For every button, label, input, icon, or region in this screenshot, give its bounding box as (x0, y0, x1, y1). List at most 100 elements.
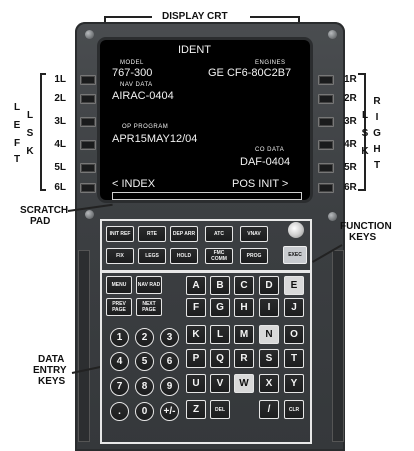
lsk-left-number: 2L (54, 93, 66, 104)
brightness-knob[interactable] (288, 222, 304, 238)
lsk-right-6-button[interactable] (318, 183, 334, 193)
lsk-left-2-button[interactable] (80, 94, 96, 104)
function-key[interactable]: DEP ARR (170, 226, 198, 242)
numeric-key[interactable]: 8 (135, 377, 154, 396)
lsk-right-4-button[interactable] (318, 140, 334, 150)
function-key[interactable]: LEGS (138, 248, 166, 264)
exec-key[interactable]: EXEC (283, 246, 307, 264)
function-key[interactable]: VNAV (240, 226, 268, 242)
alpha-key[interactable]: H (234, 298, 254, 317)
lsk-right-2-button[interactable] (318, 94, 334, 104)
alpha-key[interactable]: N (259, 325, 279, 344)
alpha-key[interactable]: A (186, 276, 206, 295)
nav-data-value: AIRAC-0404 (112, 90, 174, 102)
alpha-key[interactable]: Z (186, 400, 206, 419)
function-key[interactable]: ATC (205, 226, 233, 242)
alpha-key[interactable]: G (210, 298, 230, 317)
left-lsk-label-l: L (26, 110, 34, 121)
right-bracket-top (358, 73, 364, 75)
function-key[interactable]: PREV PAGE (106, 298, 132, 316)
function-key[interactable]: INIT REF (106, 226, 134, 242)
function-key[interactable]: PROG (240, 248, 268, 264)
alpha-key[interactable]: K (186, 325, 206, 344)
alpha-key[interactable]: F (186, 298, 206, 317)
function-key[interactable]: HOLD (170, 248, 198, 264)
alpha-key[interactable]: S (259, 349, 279, 368)
alpha-key[interactable]: W (234, 374, 254, 393)
index-prompt: < INDEX (112, 178, 156, 190)
data-entry-keys-label-1: DATA (38, 354, 65, 365)
alpha-key[interactable]: U (186, 374, 206, 393)
data-entry-keys-label-2: ENTRY (33, 365, 67, 376)
numeric-key[interactable]: . (110, 402, 129, 421)
numeric-key[interactable]: 0 (135, 402, 154, 421)
function-key[interactable]: RTE (138, 226, 166, 242)
alpha-key[interactable]: CLR (284, 400, 304, 419)
display-crt-bracket-right-h (250, 16, 300, 18)
numeric-key[interactable]: 4 (110, 352, 129, 371)
lsk-left-6-button[interactable] (80, 183, 96, 193)
left-bracket-bottom (40, 189, 46, 191)
alpha-key[interactable]: P (186, 349, 206, 368)
alpha-key[interactable]: B (210, 276, 230, 295)
lsk-left-1-button[interactable] (80, 75, 96, 85)
numeric-key[interactable]: +/- (160, 402, 179, 421)
alpha-key[interactable]: D (259, 276, 279, 295)
lsk-left-number: 6L (54, 182, 66, 193)
left-label-f: F (13, 138, 21, 149)
left-label-l: L (13, 102, 21, 113)
function-key[interactable]: FMC COMM (205, 248, 233, 264)
lsk-left-4-button[interactable] (80, 140, 96, 150)
lsk-right-5-button[interactable] (318, 163, 334, 173)
alpha-key[interactable]: T (284, 349, 304, 368)
numeric-key[interactable]: 9 (160, 377, 179, 396)
numeric-key[interactable]: 5 (135, 352, 154, 371)
alpha-key[interactable]: Q (210, 349, 230, 368)
op-program-value: APR15MAY12/04 (112, 133, 198, 145)
alpha-key[interactable]: E (284, 276, 304, 295)
pos-init-prompt: POS INIT > (232, 178, 289, 190)
right-lsk-label-l: L (361, 110, 369, 121)
numeric-key[interactable]: 1 (110, 328, 129, 347)
alpha-key[interactable]: L (210, 325, 230, 344)
numeric-key[interactable]: 6 (160, 352, 179, 371)
model-label: MODEL (120, 60, 144, 66)
lsk-right-number: 1R (344, 74, 357, 85)
function-keys-label-2: KEYS (349, 232, 377, 243)
alpha-key[interactable]: C (234, 276, 254, 295)
alpha-key[interactable]: I (259, 298, 279, 317)
numeric-key[interactable]: 7 (110, 377, 129, 396)
alpha-key[interactable]: Y (284, 374, 304, 393)
function-key[interactable]: MENU (106, 276, 132, 294)
right-label-h: H (373, 144, 381, 155)
lsk-left-5-button[interactable] (80, 163, 96, 173)
function-key[interactable]: NEXT PAGE (136, 298, 162, 316)
alpha-key[interactable]: X (259, 374, 279, 393)
numeric-key[interactable]: 3 (160, 328, 179, 347)
left-lsk-label-k: K (26, 146, 34, 157)
nav-data-label: NAV DATA (120, 82, 153, 88)
side-rail-left (78, 250, 90, 442)
lsk-right-3-button[interactable] (318, 117, 334, 127)
page-title: IDENT (178, 44, 211, 56)
alpha-key[interactable]: J (284, 298, 304, 317)
alpha-key[interactable]: / (259, 400, 279, 419)
co-data-value: DAF-0404 (240, 156, 291, 168)
lsk-left-3-button[interactable] (80, 117, 96, 127)
alpha-key[interactable]: O (284, 325, 304, 344)
function-key[interactable]: NAV RAD (136, 276, 162, 294)
lsk-right-1-button[interactable] (318, 75, 334, 85)
engines-value: GE CF6-80C2B7 (208, 67, 292, 79)
alpha-key[interactable]: DEL (210, 400, 230, 419)
right-bracket-bottom (358, 189, 364, 191)
alpha-key[interactable]: M (234, 325, 254, 344)
numeric-key[interactable]: 2 (135, 328, 154, 347)
data-entry-keys-label-3: KEYS (38, 376, 66, 387)
lsk-left-number: 1L (54, 74, 66, 85)
left-label-t: T (13, 154, 21, 165)
alpha-key[interactable]: V (210, 374, 230, 393)
model-value: 767-300 (112, 67, 153, 79)
alpha-key[interactable]: R (234, 349, 254, 368)
right-label-g: G (373, 128, 381, 139)
function-key[interactable]: FIX (106, 248, 134, 264)
